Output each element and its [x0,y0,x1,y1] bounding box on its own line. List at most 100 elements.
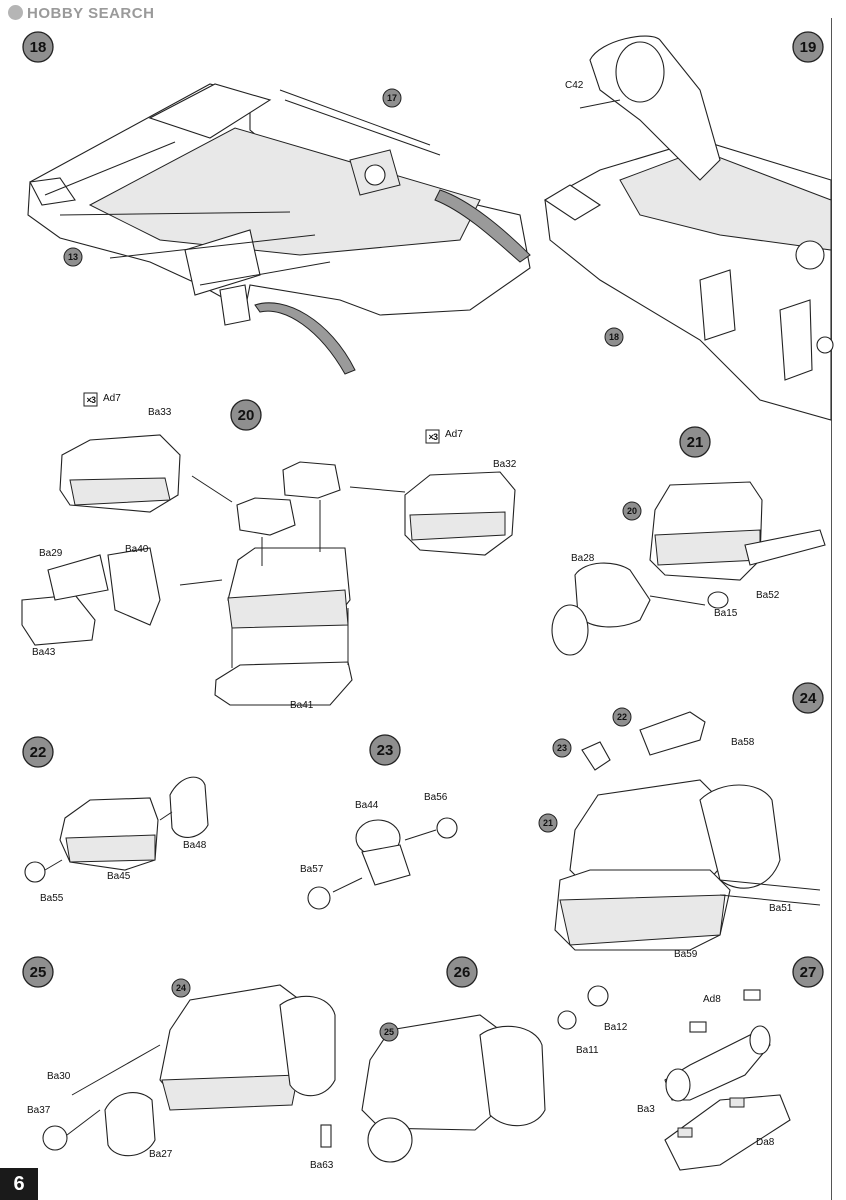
step-24-engine-drawing [554,711,821,951]
ref-circle [552,738,572,758]
part-label: Ba40 [125,544,149,555]
step-number: 22 [30,744,47,761]
step-18-chassis-drawing [27,83,531,375]
subassembly-ref: 13 [63,247,83,267]
part-label: Ad8 [703,994,721,1005]
ref-number: 22 [617,712,627,722]
part-label: Ba12 [604,1022,628,1033]
step-circle [22,736,54,768]
step-circle [369,734,401,766]
quantity-badge: ×3 [83,392,98,407]
ref-circle [382,88,402,108]
subassembly-ref: 22 [612,707,632,727]
part-label: Ba43 [32,647,56,658]
ref-circle [379,1022,399,1042]
step-number: 24 [800,690,817,707]
step-markers: 18 19 20 21 22 23 24 25 26 27 [22,31,824,988]
step-marker: 25 [22,956,54,988]
step-marker: 24 [792,682,824,714]
part-label: Ba33 [148,407,172,418]
part-label: Ba59 [674,949,698,960]
step-circle [446,956,478,988]
step-circle [679,426,711,458]
ref-number: 18 [609,332,619,342]
quantity-badges: ×3×3 [83,392,440,444]
part-label: Ba45 [107,871,131,882]
part-label: Ad7 [103,393,121,404]
subassembly-ref: 18 [604,327,624,347]
step-marker: 23 [369,734,401,766]
part-label: Ba55 [40,893,64,904]
ref-number: 20 [627,506,637,516]
part-label: Ba3 [637,1104,655,1115]
badge-times-icon: × [429,432,434,442]
ref-circle [612,707,632,727]
page-number: 6 [0,1168,38,1200]
step-number: 25 [30,964,47,981]
part-label: Ba27 [149,1149,173,1160]
ref-circle [622,501,642,521]
ref-circle [538,813,558,833]
subassembly-ref: 20 [622,501,642,521]
ref-number: 21 [543,818,553,828]
step-marker: 22 [22,736,54,768]
step-25-engine-drawing [42,984,336,1157]
ref-number: 23 [557,743,567,753]
step-marker: 21 [679,426,711,458]
ref-circle [171,978,191,998]
part-label: Ba30 [47,1071,71,1082]
part-label: Ad7 [445,429,463,440]
part-label: Ba48 [183,840,207,851]
step-circle [22,31,54,63]
part-label: Ba57 [300,864,324,875]
step-marker: 20 [230,399,262,431]
step-20-engine-block-drawing [21,434,516,706]
step-26-engine-drawing [320,985,609,1163]
watermark-logo-icon [8,5,23,20]
subassembly-ref: 23 [552,738,572,758]
badge-times-icon: × [87,395,92,405]
step-circle [230,399,262,431]
part-label: Ba51 [769,903,793,914]
subassembly-ref: 25 [379,1022,399,1042]
part-label: C42 [565,80,584,91]
step-number: 20 [238,407,255,424]
part-label: Ba15 [714,608,738,619]
step-21-engine-drawing [551,481,826,656]
subassembly-refs: 17 13 18 20 22 23 21 24 25 [63,88,642,1042]
page-right-border [831,18,832,1200]
step-circle [792,682,824,714]
part-label: Ba56 [424,792,448,803]
badge-count: 3 [433,432,438,442]
step-marker: 19 [792,31,824,63]
step-marker: 18 [22,31,54,63]
step-23-compressor-drawing [307,817,458,910]
ref-number: 17 [387,93,397,103]
subassembly-ref: 21 [538,813,558,833]
part-label: Ba37 [27,1105,51,1116]
step-marker: 26 [446,956,478,988]
part-label: Ba44 [355,800,379,811]
step-number: 27 [800,964,817,981]
part-label: Ba29 [39,548,63,559]
ref-number: 25 [384,1027,394,1037]
step-circle [792,31,824,63]
step-27-shaft-drawing [664,989,791,1171]
step-number: 18 [30,39,47,56]
step-number: 19 [800,39,817,56]
step-circle [22,956,54,988]
subassembly-ref: 17 [382,88,402,108]
subassembly-ref: 24 [171,978,191,998]
step-19-chassis-drawing [543,35,834,421]
step-number: 23 [377,742,394,759]
ref-number: 24 [176,983,186,993]
step-number: 26 [454,964,471,981]
part-label: Ba58 [731,737,755,748]
step-22-pump-drawing [24,776,209,883]
badge-box [83,392,98,407]
part-label: Ba41 [290,700,314,711]
watermark: HOBBY SEARCH [8,5,154,22]
